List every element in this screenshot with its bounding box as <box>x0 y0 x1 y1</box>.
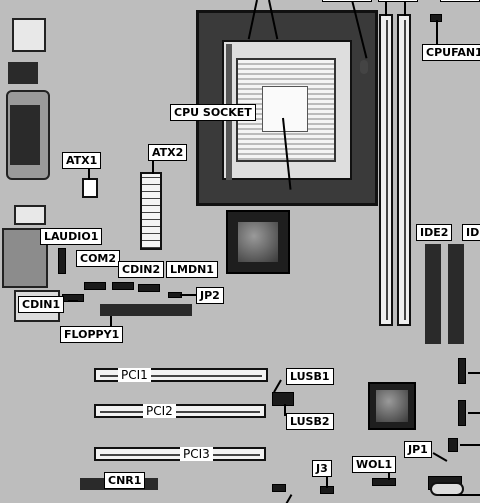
northbridge-die <box>238 222 278 262</box>
leader-bottom <box>285 494 293 503</box>
leader-jp2 <box>180 294 198 296</box>
label-com2: COM2 <box>76 250 121 267</box>
cpu-socket-center <box>262 86 308 132</box>
atx2-connector <box>140 172 162 250</box>
lusb-headers <box>272 392 294 406</box>
label-pci3: PCI3 <box>180 447 213 461</box>
label-lmdn1: LMDN1 <box>166 261 218 278</box>
label-ide1-partial: ID <box>462 224 480 241</box>
top-label-crop-3 <box>440 0 480 2</box>
leader-lusb2 <box>284 404 286 416</box>
label-cpufan1: CPUFAN1 <box>422 44 480 61</box>
atx1-connector <box>82 178 98 198</box>
leader-right-3 <box>460 444 480 446</box>
jp1-header <box>448 438 458 452</box>
lmdn1-header <box>138 284 160 292</box>
bottom-header <box>272 484 286 492</box>
leader-dimm-b <box>404 0 406 16</box>
leader-atx2 <box>152 158 154 174</box>
top-label-crop-1 <box>322 0 372 2</box>
leader-dimm-a <box>385 0 387 16</box>
cdin2-header <box>112 282 134 290</box>
leader-jp1 <box>432 452 448 462</box>
label-j3: J3 <box>312 460 332 477</box>
dimm-slot-1 <box>379 14 393 326</box>
label-atx2: ATX2 <box>148 144 188 161</box>
rear-io-usb-top <box>12 18 46 52</box>
right-header-1 <box>458 358 466 384</box>
rear-io-parallel <box>10 105 40 165</box>
pci-slot-2 <box>94 404 266 418</box>
wol1-header <box>372 478 396 486</box>
label-cdin2: CDIN2 <box>118 261 165 278</box>
rear-io-ps2 <box>8 62 38 84</box>
label-floppy1: FLOPPY1 <box>60 326 124 343</box>
label-atx1: ATX1 <box>62 152 102 169</box>
label-lusb1: LUSB1 <box>286 368 334 385</box>
label-pci2: PCI2 <box>143 404 176 418</box>
floppy1-connector <box>100 304 192 316</box>
label-jp2: JP2 <box>196 287 224 304</box>
laudio1-header <box>58 248 66 274</box>
ide1-connector <box>448 244 464 344</box>
com2-header <box>84 282 106 290</box>
label-cdin1: CDIN1 <box>18 296 65 313</box>
label-ide2: IDE2 <box>416 224 453 241</box>
top-label-crop-2 <box>378 0 418 2</box>
label-lusb2: LUSB2 <box>286 413 334 430</box>
leader-cdin1 <box>68 300 78 302</box>
leader-wol1 <box>388 472 390 480</box>
label-jp1: JP1 <box>404 441 432 458</box>
leader-right-2 <box>468 412 480 414</box>
label-wol1: WOL1 <box>352 456 397 473</box>
leader-right-1 <box>468 372 480 374</box>
dimm-slot-2 <box>397 14 411 326</box>
rear-io-usb-mid <box>14 205 46 225</box>
leader-lusb1 <box>273 379 282 393</box>
ide2-connector <box>425 244 441 344</box>
crystal <box>360 60 368 74</box>
label-cpu-socket: CPU SOCKET <box>170 104 256 121</box>
label-cnr1: CNR1 <box>104 472 146 489</box>
right-header-2 <box>458 400 466 426</box>
southbridge-die <box>376 390 408 422</box>
label-laudio1: LAUDIO1 <box>40 228 103 245</box>
leader-bottom-right <box>440 494 480 496</box>
label-pci1: PCI1 <box>118 368 151 382</box>
leader-atx1 <box>88 166 90 180</box>
leader-cpufan <box>436 20 438 44</box>
leader-j3 <box>326 474 328 488</box>
leader-floppy1 <box>110 316 112 332</box>
